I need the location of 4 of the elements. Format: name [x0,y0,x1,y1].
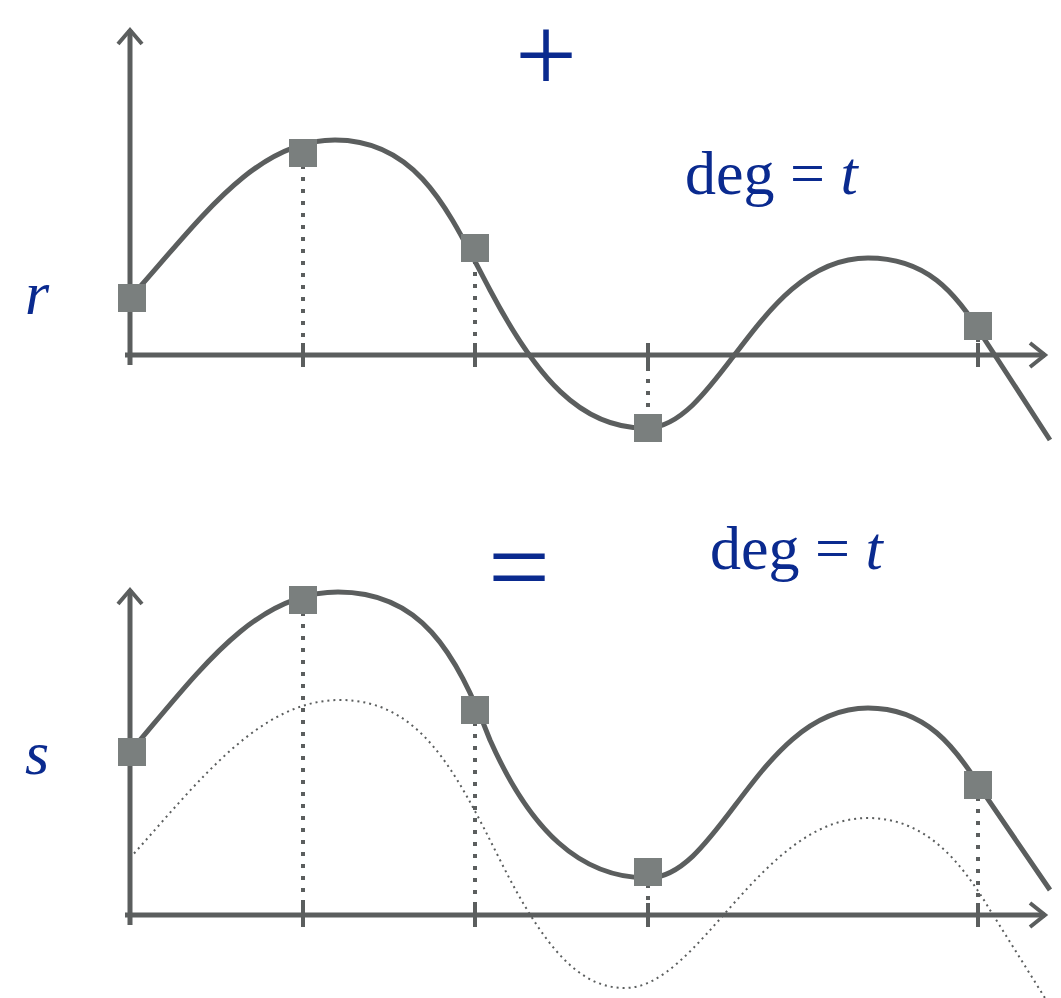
plus-sign: + [515,0,578,110]
axis-label: r [25,262,50,324]
equals-sign: = [488,512,551,622]
axis-label: s [25,722,50,784]
